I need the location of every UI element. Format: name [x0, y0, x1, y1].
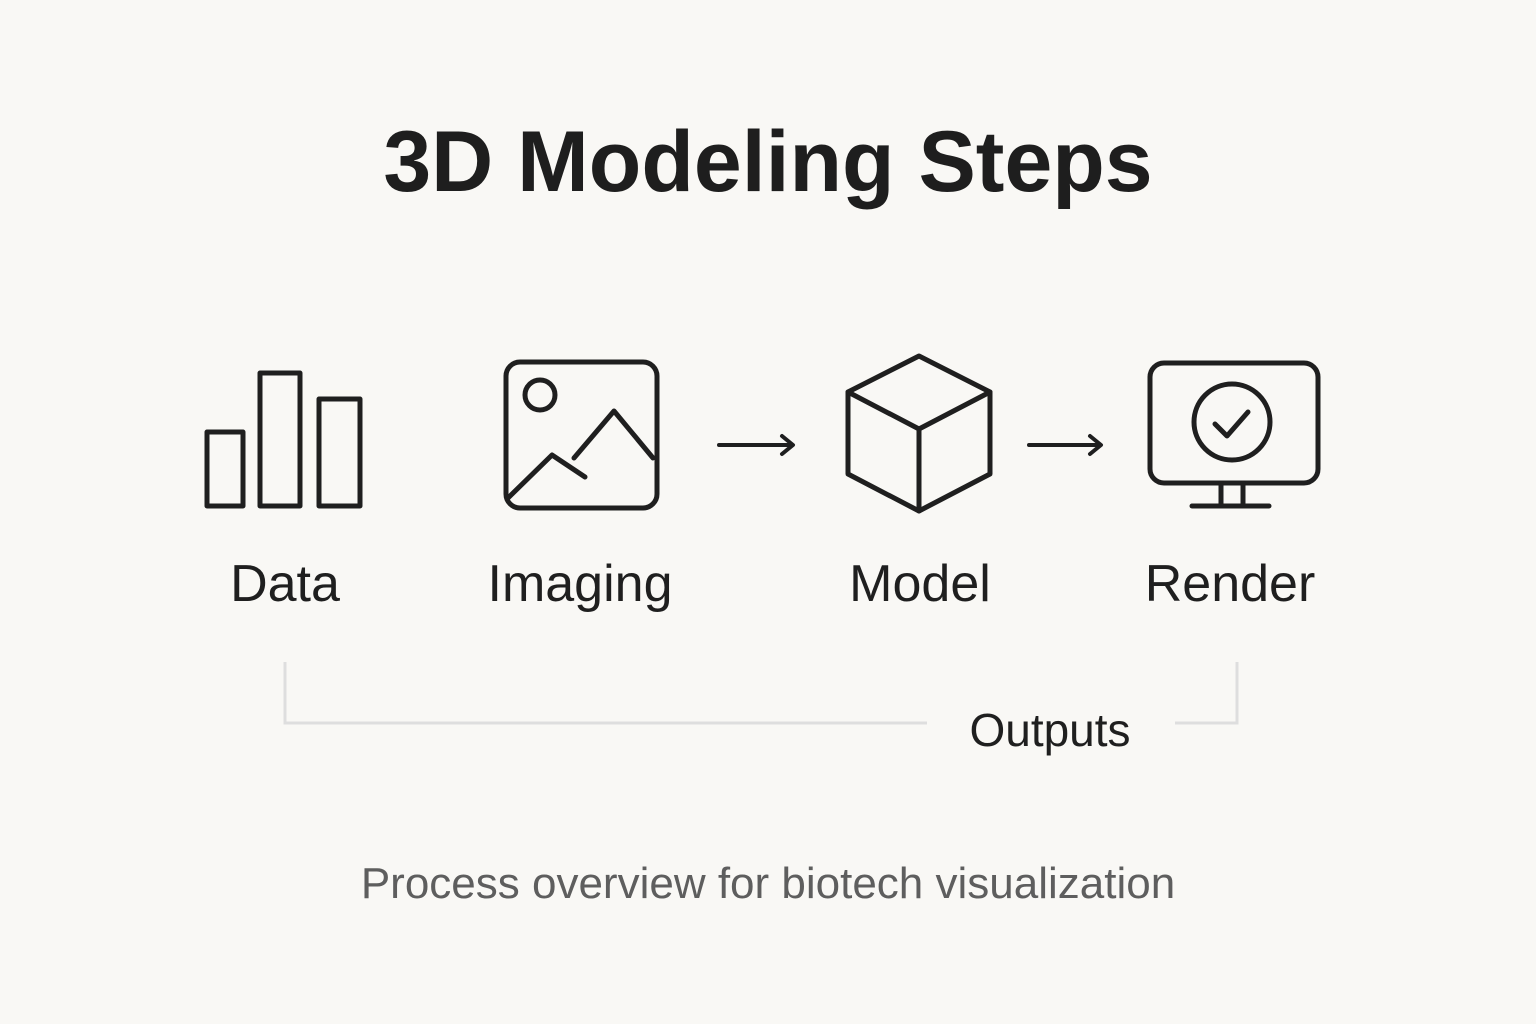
- arrow-right-icon: [716, 432, 798, 463]
- step-label-model: Model: [849, 555, 991, 613]
- step-label-render: Render: [1144, 555, 1316, 613]
- outputs-bracket: [283, 662, 1239, 726]
- subtitle: Process overview for biotech visualizati…: [360, 859, 1176, 908]
- bar-chart-icon: [200, 368, 370, 513]
- image-icon: [500, 356, 665, 516]
- page-title: 3D Modeling Steps: [383, 114, 1153, 210]
- outputs-label: Outputs: [969, 704, 1131, 756]
- step-label-imaging: Imaging: [487, 555, 673, 613]
- step-label-data: Data: [230, 555, 340, 613]
- monitor-check-icon: [1144, 357, 1324, 513]
- cube-icon: [842, 350, 998, 518]
- arrow-right-icon: [1026, 432, 1108, 463]
